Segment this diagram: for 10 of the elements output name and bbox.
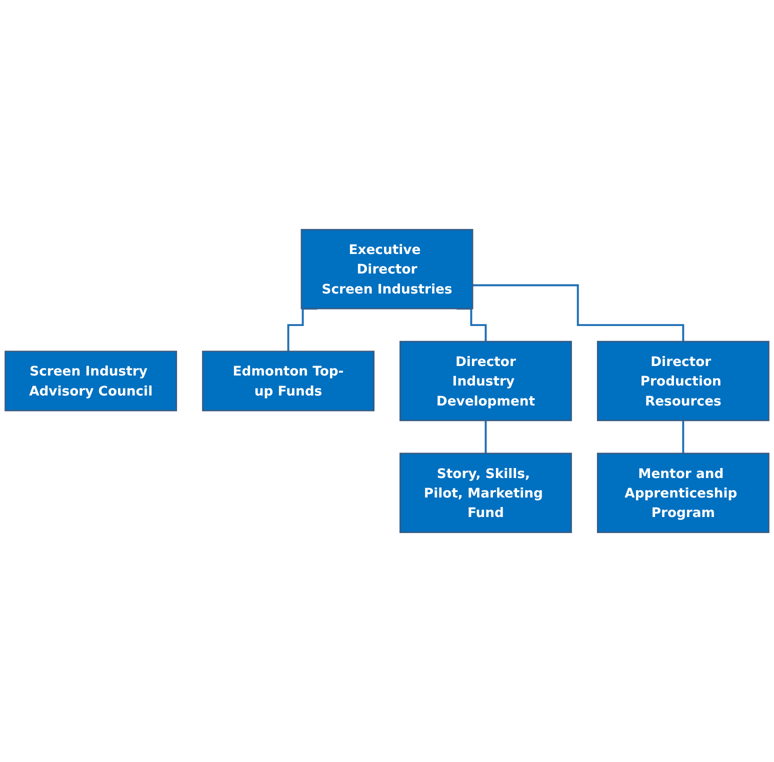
node-box: Executive Director Screen Industries (300, 228, 474, 310)
node-box: Story, Skills, Pilot, Marketing Fund (400, 452, 572, 534)
node-box: Director Industry Development (400, 340, 572, 422)
node-box: Mentor and Apprenticeship Program (596, 452, 770, 534)
connector (484, 420, 487, 454)
node-box: Edmonton Top-up Funds (202, 350, 374, 412)
connector (682, 420, 684, 454)
connector (472, 284, 684, 342)
node-box: Screen Industry Advisory Council (4, 350, 178, 412)
node-box: Director Production Resources (596, 340, 770, 422)
